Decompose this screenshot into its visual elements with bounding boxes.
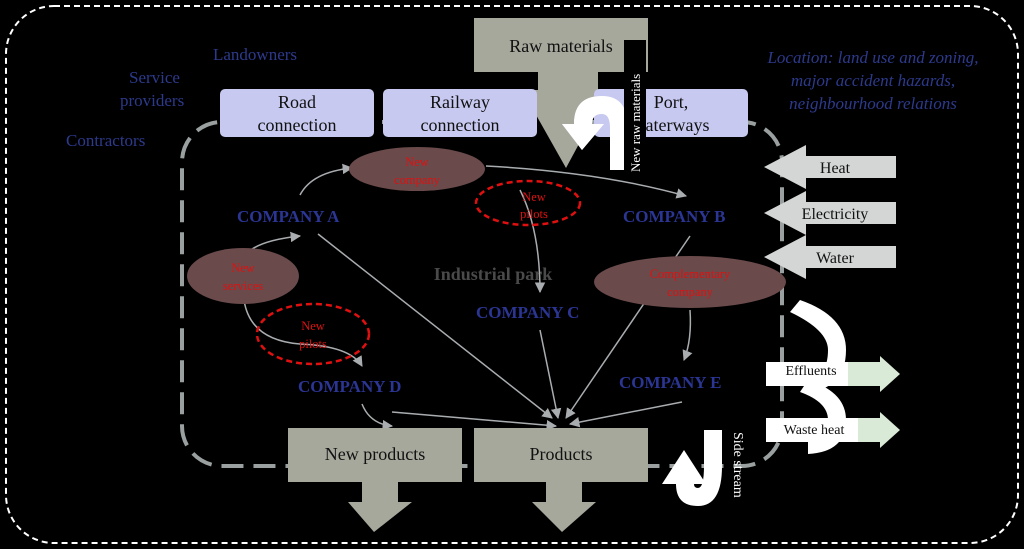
- port-waterways-label-2: waterways: [633, 115, 710, 135]
- new-pilots-bubble-left: [255, 302, 371, 366]
- service-providers-label-2: providers: [120, 91, 184, 110]
- new-pilots-top-label-2: pilots: [520, 207, 548, 221]
- new-raw-materials-uturn-overlay: [562, 96, 628, 170]
- new-pilots-left-label-1: New: [301, 319, 325, 333]
- new-raw-materials-text: New raw materials: [628, 74, 643, 172]
- road-connection-box: [220, 89, 374, 137]
- new-services-bubble: [187, 248, 299, 304]
- new-pilots-top-label-1: New: [522, 190, 546, 204]
- railway-connection-label-2: connection: [421, 115, 500, 135]
- industrial-park-label: Industrial park: [434, 264, 553, 284]
- heat-label: Heat: [820, 160, 851, 177]
- complementary-company-label-2: company: [667, 285, 714, 299]
- water-label: Water: [816, 250, 854, 267]
- road-connection-label-1: Road: [278, 92, 316, 112]
- landowners-label: Landowners: [213, 45, 297, 64]
- railway-connection-label-1: Railway: [430, 92, 490, 112]
- new-company-bubble: [349, 147, 485, 191]
- new-pilots-bubble-top: [474, 179, 582, 227]
- contractors-label: Contractors: [66, 131, 145, 150]
- effluents-label: Effluents: [785, 364, 836, 379]
- new-pilots-left-label-2: pilots: [299, 337, 327, 351]
- waste-heat-label-bg: [766, 418, 858, 442]
- outer-boundary: [5, 5, 1019, 544]
- new-raw-materials-strip: [624, 40, 646, 172]
- water-arrow: [764, 235, 896, 279]
- new-products-arrow: [288, 428, 462, 532]
- waste-heat-recirculation-curve: [800, 380, 846, 454]
- location-note-line-3: neighbourhood relations: [789, 94, 957, 113]
- company-a-label: COMPANY A: [237, 207, 340, 226]
- side-stream-uturn-arrow: [662, 430, 722, 506]
- heat-arrow: [764, 145, 896, 189]
- new-services-label-1: New: [231, 261, 255, 275]
- effluents-label-bg: [766, 362, 848, 386]
- new-company-label-2: company: [394, 173, 441, 187]
- new-products-label: New products: [325, 444, 425, 464]
- location-note-line-1: Location: land use and zoning,: [766, 48, 978, 67]
- raw-materials-arrow: [474, 18, 648, 168]
- side-stream-label: Side stream: [730, 432, 745, 498]
- products-arrow: [474, 428, 648, 532]
- complementary-company-bubble: [594, 256, 786, 308]
- company-b-label: COMPANY B: [623, 207, 725, 226]
- port-waterways-label-1: Port,: [654, 92, 689, 112]
- complementary-company-label-1: Complementary: [650, 267, 731, 281]
- service-providers-label-1: Service: [129, 68, 180, 87]
- company-e-label: COMPANY E: [619, 373, 721, 392]
- products-label: Products: [530, 444, 593, 464]
- railway-connection-box: [383, 89, 537, 137]
- waste-heat-label: Waste heat: [784, 423, 845, 438]
- company-c-label: COMPANY C: [476, 303, 579, 322]
- electricity-label: Electricity: [802, 206, 869, 223]
- new-company-label-1: New: [405, 155, 429, 169]
- electricity-arrow: [764, 191, 896, 235]
- raw-materials-label: Raw materials: [509, 36, 612, 56]
- new-services-label-2: services: [223, 279, 263, 293]
- road-connection-label-2: connection: [258, 115, 337, 135]
- location-note-line-2: major accident hazards,: [791, 71, 955, 90]
- company-d-label: COMPANY D: [298, 377, 401, 396]
